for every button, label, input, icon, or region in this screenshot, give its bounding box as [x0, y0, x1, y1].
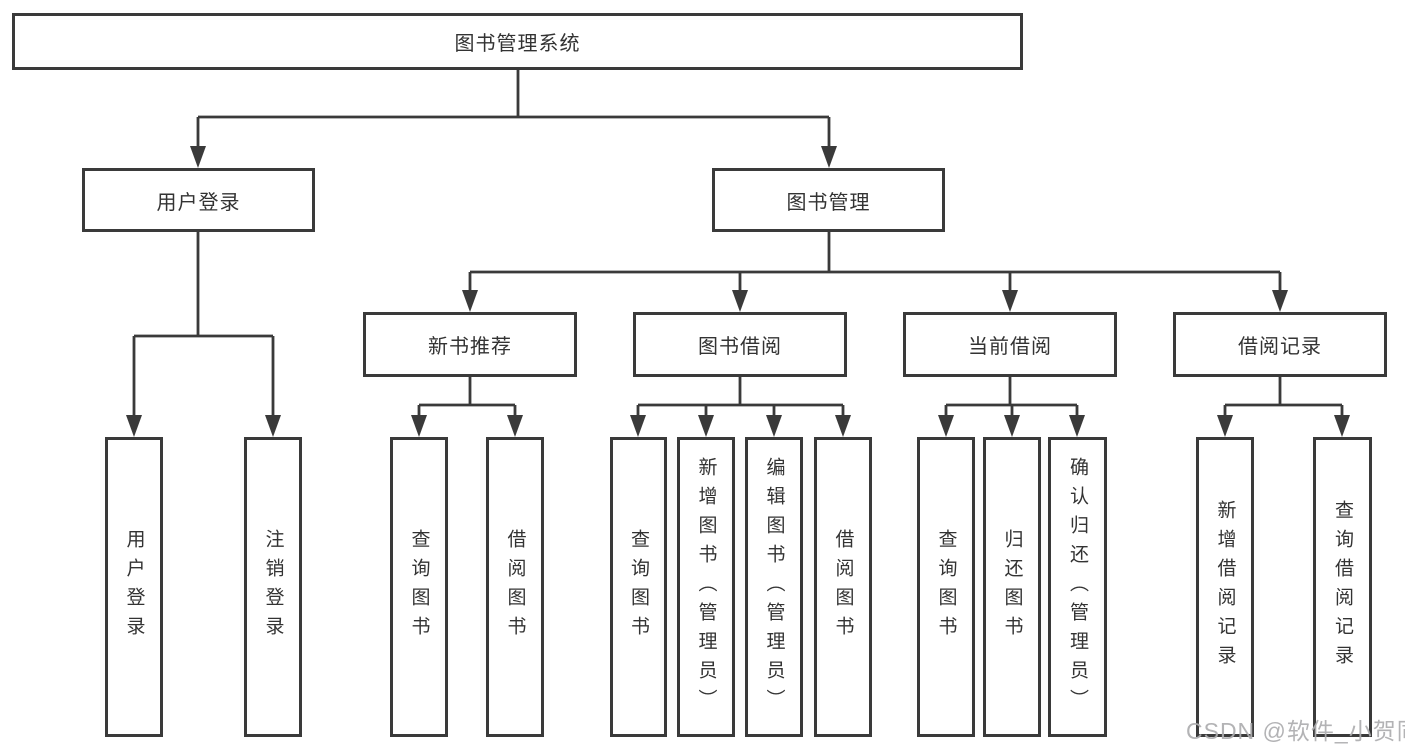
leaf-query-books-borrow: 查询图书 — [610, 437, 667, 737]
node-root-system: 图书管理系统 — [12, 13, 1023, 70]
node-borrow-records: 借阅记录 — [1173, 312, 1387, 377]
node-current-borrow: 当前借阅 — [903, 312, 1117, 377]
leaf-user-login: 用户登录 — [105, 437, 163, 737]
leaf-add-books-admin: 新增图书（管理员） — [677, 437, 735, 737]
connector-userlogin-to-leaves — [132, 232, 275, 419]
connector-currentborrow-to-leaves — [944, 377, 1079, 419]
node-user-login: 用户登录 — [82, 168, 315, 232]
leaf-borrow-books-recommend: 借阅图书 — [486, 437, 544, 737]
leaf-return-books: 归还图书 — [983, 437, 1041, 737]
connector-newbook-to-leaves — [417, 377, 517, 419]
node-book-management: 图书管理 — [712, 168, 945, 232]
leaf-query-borrow-record: 查询借阅记录 — [1313, 437, 1372, 737]
leaf-borrow-books: 借阅图书 — [814, 437, 872, 737]
connector-bookborrow-to-leaves — [636, 377, 845, 419]
leaf-query-books-recommend: 查询图书 — [390, 437, 448, 737]
leaf-edit-books-admin: 编辑图书（管理员） — [745, 437, 803, 737]
connector-borrowrecords-to-leaves — [1223, 377, 1344, 419]
connector-bookmgmt-to-level3 — [468, 232, 1282, 294]
csdn-watermark: CSDN @软件_小贺同学 — [1186, 718, 1405, 744]
arrowheads — [126, 146, 1350, 437]
leaf-add-borrow-record: 新增借阅记录 — [1196, 437, 1254, 737]
node-new-book-recommend: 新书推荐 — [363, 312, 577, 377]
node-book-borrow: 图书借阅 — [633, 312, 847, 377]
leaf-confirm-return-admin: 确认归还（管理员） — [1048, 437, 1107, 737]
leaf-query-books-current: 查询图书 — [917, 437, 975, 737]
connector-root-to-level2 — [196, 70, 831, 150]
leaf-logout: 注销登录 — [244, 437, 302, 737]
